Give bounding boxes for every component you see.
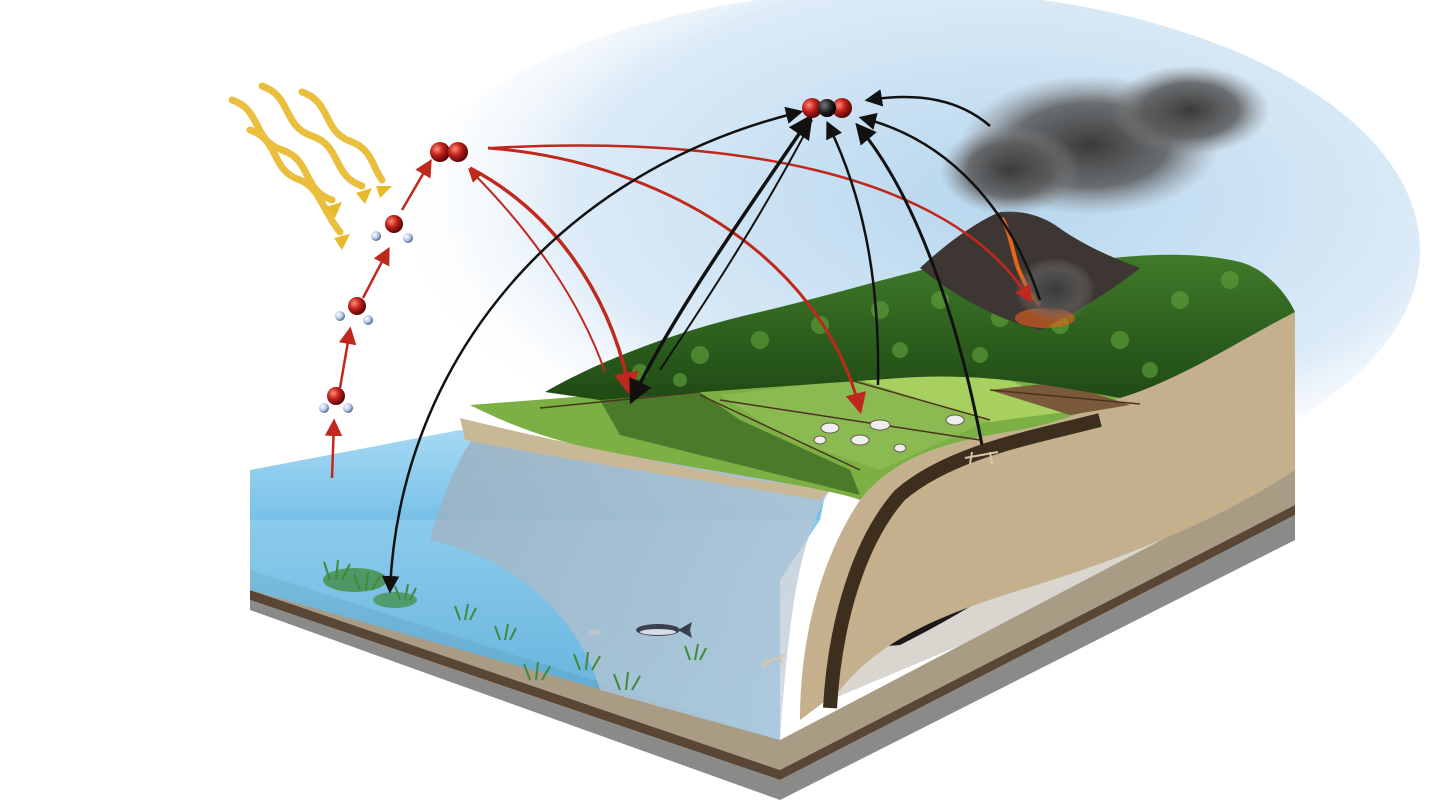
- carbon-flow-arrows: [381, 89, 1042, 594]
- fish: [636, 622, 692, 638]
- water-molecule-1: [319, 387, 353, 413]
- cliff-cut: [800, 312, 1295, 720]
- seagrass-clump-2: [373, 592, 417, 608]
- water-molecule-2: [335, 297, 373, 325]
- fossil-skeleton: [759, 451, 999, 669]
- small-fish: [588, 629, 602, 635]
- sunlight-rays: [228, 82, 386, 236]
- water-molecule-3: [371, 215, 413, 243]
- volcanic-smoke: [940, 65, 1270, 322]
- plowed-field: [990, 382, 1130, 415]
- oxygen-molecule: [430, 142, 468, 162]
- light-field: [860, 372, 1080, 422]
- cows: [813, 414, 965, 453]
- carbon-dioxide-molecule: [802, 98, 852, 118]
- clay-band: [823, 413, 1102, 709]
- seagrass-clump: [323, 568, 387, 592]
